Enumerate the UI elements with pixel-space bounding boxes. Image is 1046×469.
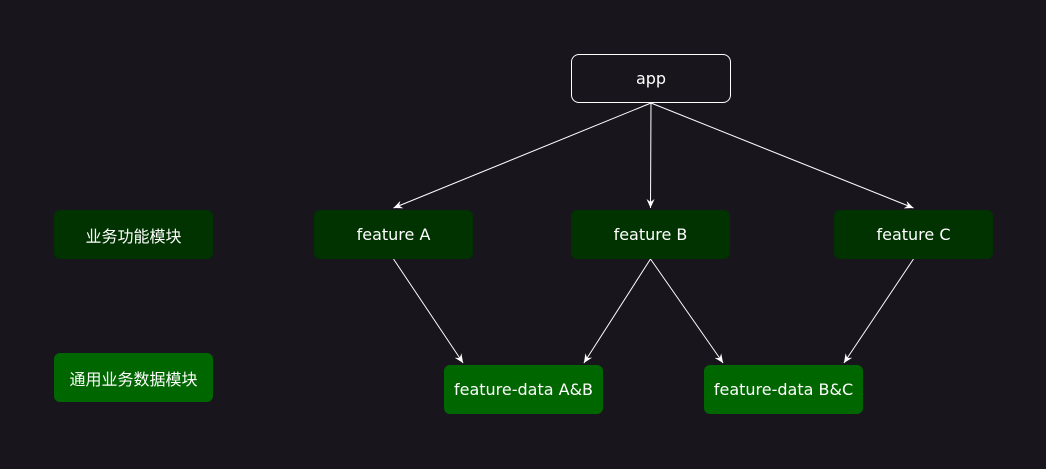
node-feature-data-ab: feature-data A&B <box>444 365 603 414</box>
node-feature-b: feature B <box>571 210 730 259</box>
node-feature-a: feature A <box>314 210 473 259</box>
edge-feature_b-to-data_ab <box>583 258 651 364</box>
node-app: app <box>571 54 731 103</box>
edge-feature_c-to-data_bc <box>843 258 914 364</box>
edge-feature_a-to-data_ab <box>393 258 464 364</box>
layer-label-common-data: 通用业务数据模块 <box>54 353 213 402</box>
layer-label-business-feature: 业务功能模块 <box>54 210 213 259</box>
edge-app-to-feature_c <box>650 102 914 209</box>
edge-feature_b-to-data_bc <box>650 258 724 364</box>
node-feature-c: feature C <box>834 210 993 259</box>
edge-app-to-feature_b <box>646 102 655 209</box>
edge-app-to-feature_a <box>393 102 652 209</box>
node-feature-data-bc: feature-data B&C <box>704 365 863 414</box>
